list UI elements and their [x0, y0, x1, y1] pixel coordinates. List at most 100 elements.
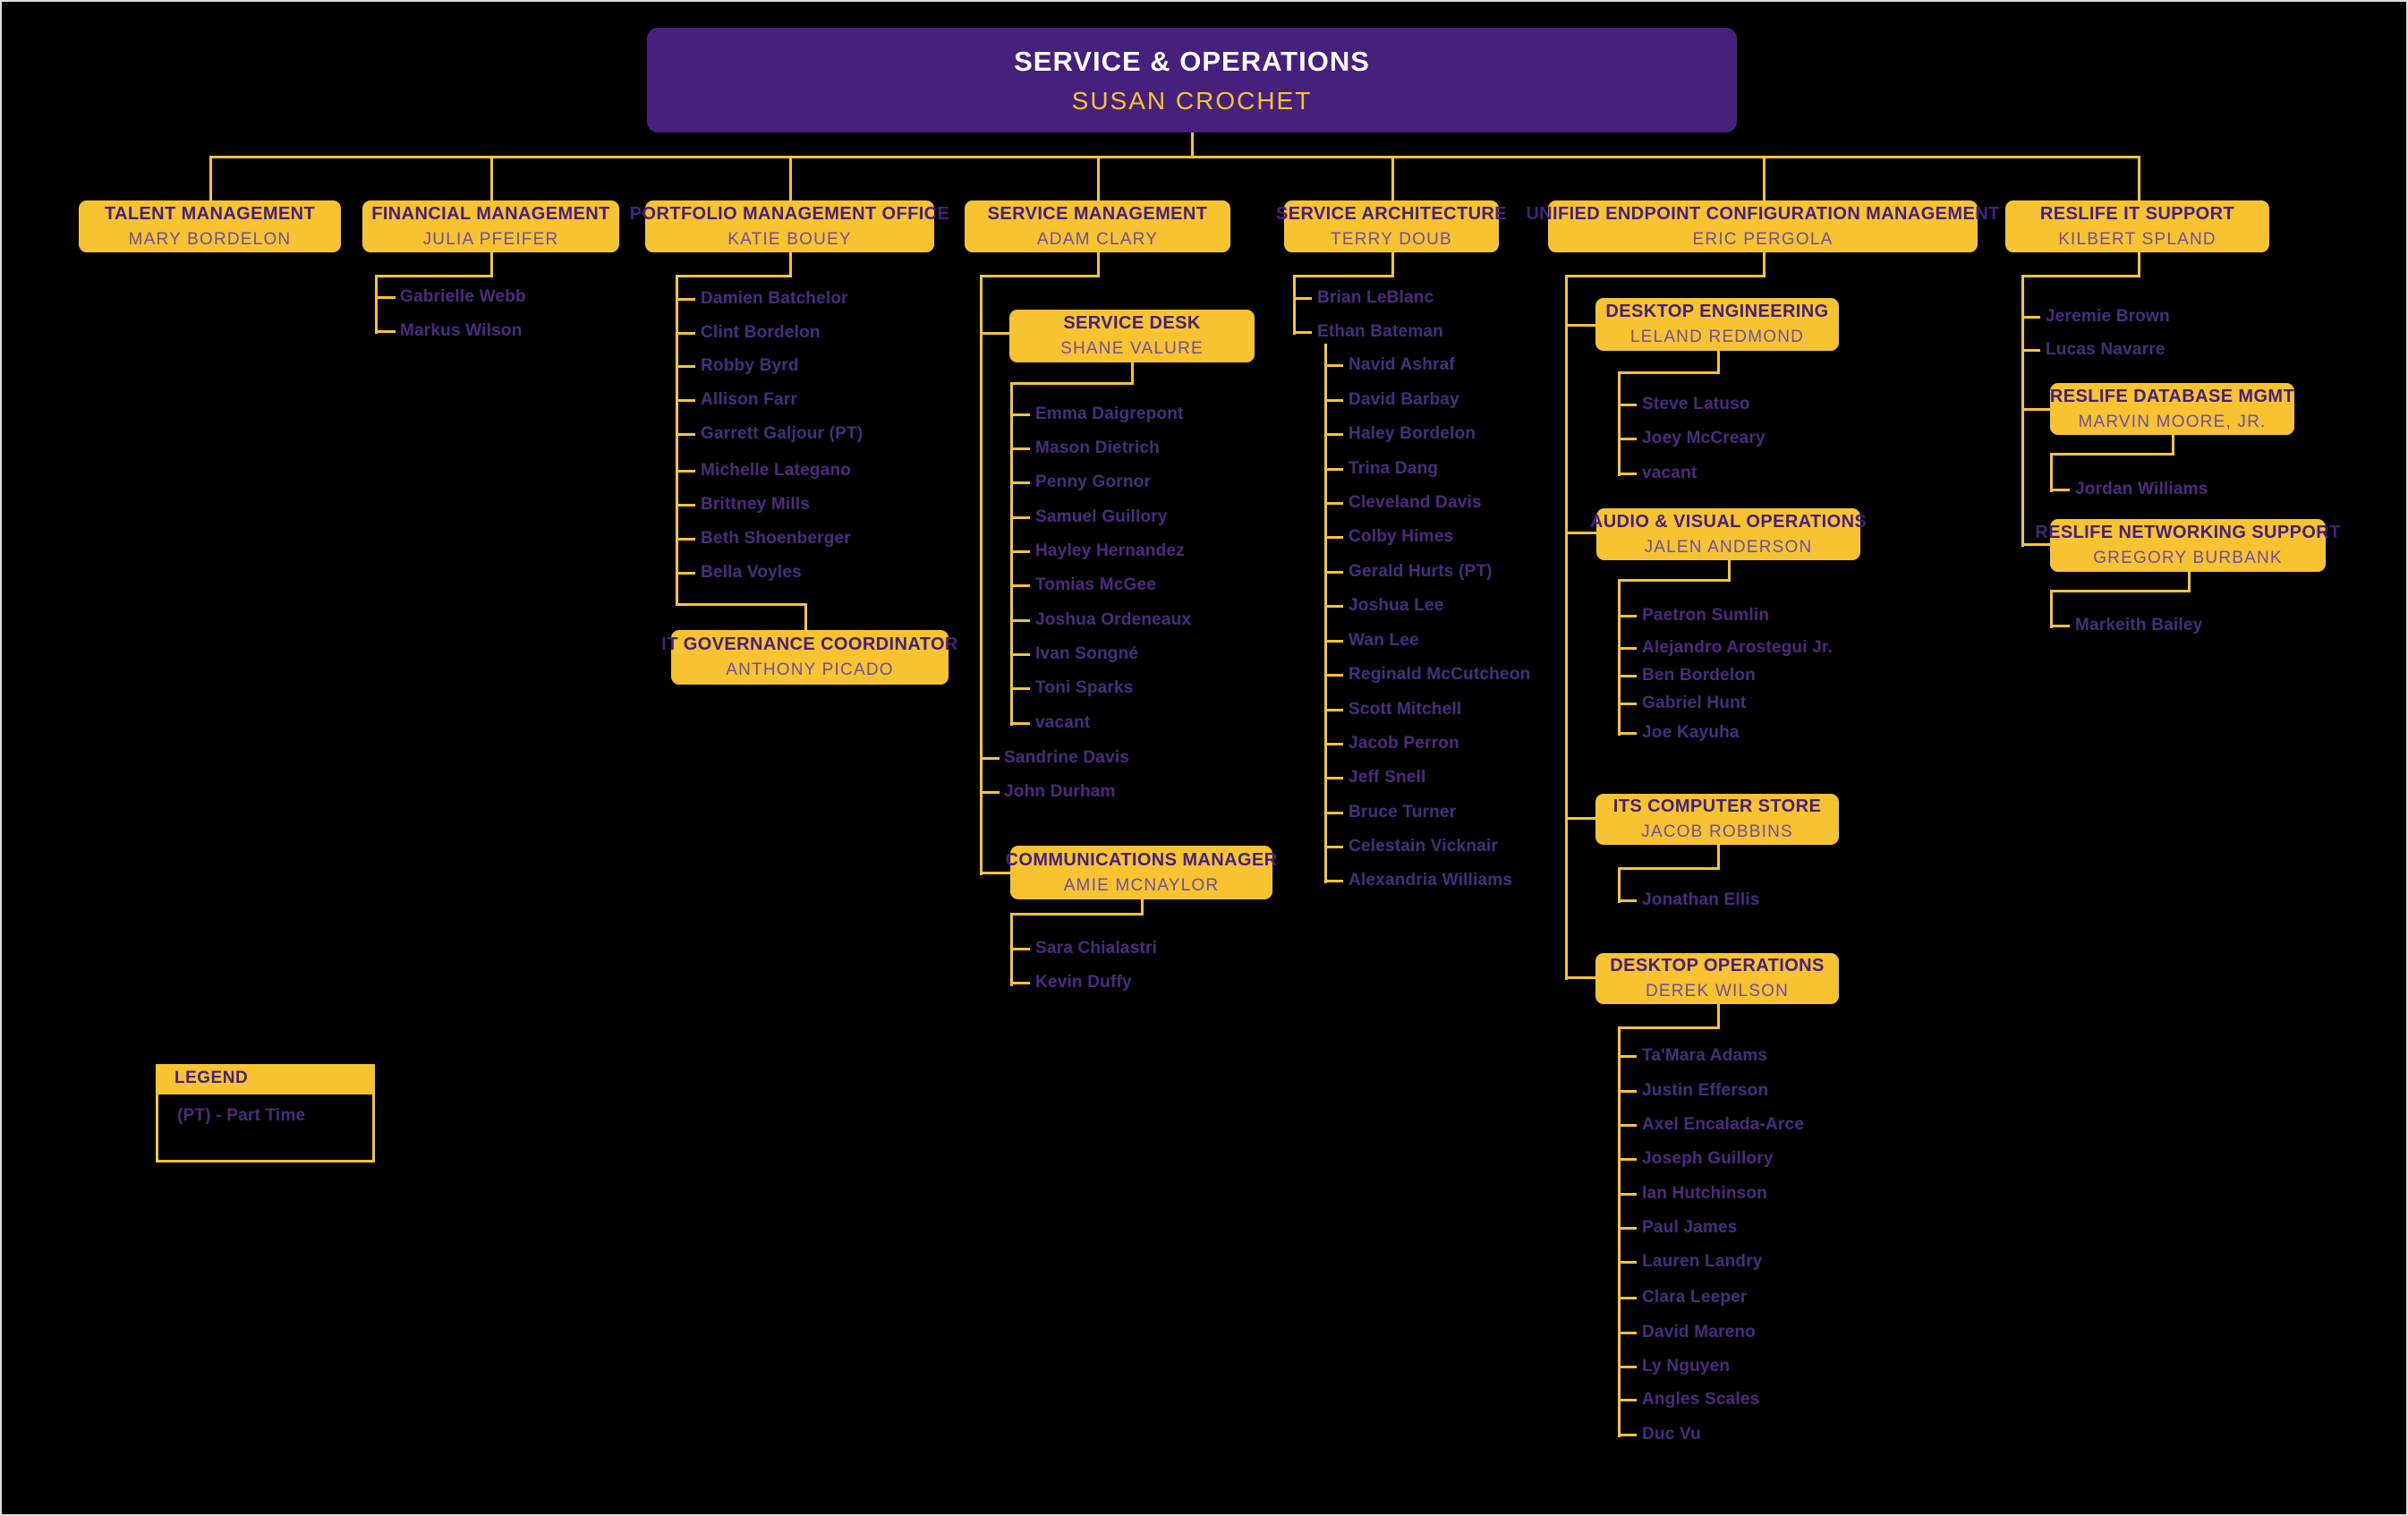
- connector-line: [1565, 275, 1568, 980]
- member-label: Ivan Songné: [1035, 644, 1139, 663]
- connector-line: [1324, 605, 1343, 608]
- connector-line: [1131, 362, 1134, 385]
- dept-service-architecture-manager-name: TERRY DOUB: [1331, 229, 1452, 249]
- member-label: Duc Vu: [1642, 1425, 1701, 1444]
- connector-line: [1618, 371, 1720, 374]
- member-label: Trina Dang: [1349, 459, 1439, 478]
- member-label: Joey McCreary: [1642, 429, 1766, 447]
- connector-line: [1010, 550, 1030, 553]
- connector-line: [2188, 572, 2191, 592]
- connector-line: [1324, 433, 1343, 436]
- member-label: Bella Voyles: [701, 563, 802, 582]
- connector-line: [1293, 297, 1312, 300]
- member-label: Steve Latuso: [1642, 395, 1750, 413]
- member-label: vacant: [1035, 713, 1091, 732]
- dept-portfolio-management-office-manager-name: KATIE BOUEY: [728, 229, 852, 249]
- unit-reslife-networking-support-title: RESLIFE NETWORKING SUPPORT: [2035, 523, 2341, 542]
- connector-line: [209, 156, 212, 200]
- connector-line: [1391, 252, 1394, 277]
- connector-line: [980, 332, 1009, 335]
- dept-portfolio-management-office-title: PORTFOLIO MANAGEMENT OFFICE: [629, 203, 950, 224]
- unit-service-desk-manager-name: SHANE VALURE: [1060, 339, 1204, 358]
- connector-line: [980, 275, 983, 875]
- member-label: Robby Byrd: [701, 356, 799, 375]
- connector-line: [1763, 156, 1766, 200]
- legend: LEGEND (PT) - Part Time: [156, 1064, 375, 1163]
- connector-line: [1097, 252, 1100, 277]
- connector-line: [1717, 351, 1720, 373]
- connector-line: [1618, 1026, 1720, 1029]
- legend-body: (PT) - Part Time: [156, 1092, 375, 1163]
- connector-line: [1010, 447, 1030, 450]
- unit-it-governance-coordinator-manager-name: ANTHONY PICADO: [726, 660, 894, 679]
- root-box-manager-name: SUSAN CROCHET: [1071, 86, 1313, 115]
- connector-line: [1324, 502, 1343, 505]
- member-label: Sandrine Davis: [1004, 748, 1130, 767]
- connector-line: [1565, 532, 1596, 534]
- member-label: Joshua Lee: [1349, 596, 1444, 615]
- member-label: Mason Dietrich: [1035, 439, 1160, 457]
- connector-line: [676, 365, 695, 368]
- connector-line: [2050, 590, 2053, 628]
- connector-line: [2050, 590, 2191, 592]
- connector-line: [1324, 536, 1343, 539]
- connector-line: [676, 433, 695, 436]
- connector-line: [1324, 880, 1343, 882]
- member-label: Samuel Guillory: [1035, 507, 1168, 526]
- connector-line: [1324, 364, 1343, 367]
- connector-line: [2050, 453, 2174, 456]
- dept-unified-endpoint-config-mgmt-manager-name: ERIC PERGOLA: [1692, 229, 1834, 249]
- connector-line: [1618, 579, 1731, 582]
- connector-line: [980, 757, 1000, 760]
- unit-reslife-database-mgmt-title: RESLIFE DATABASE MGMT: [2049, 386, 2295, 406]
- connector-line: [676, 399, 695, 402]
- unit-its-computer-store-title: ITS COMPUTER STORE: [1612, 796, 1822, 816]
- member-label: Sara Chialastri: [1035, 939, 1158, 958]
- connector-line: [2021, 408, 2050, 411]
- member-label: Alexandria Williams: [1349, 871, 1513, 890]
- member-label: Axel Encalada-Arce: [1642, 1115, 1805, 1134]
- dept-unified-endpoint-config-mgmt-title: UNIFIED ENDPOINT CONFIGURATION MANAGEMEN…: [1526, 203, 2000, 224]
- connector-line: [676, 298, 695, 301]
- connector-line: [1618, 1055, 1637, 1058]
- connector-line: [1618, 371, 1621, 476]
- connector-line: [375, 275, 493, 277]
- unit-communications-manager-manager-name: AMIE MCNAYLOR: [1063, 875, 1220, 895]
- dept-service-management-manager-name: ADAM CLARY: [1036, 229, 1159, 249]
- member-label: David Barbay: [1349, 390, 1459, 409]
- connector-line: [1618, 404, 1637, 406]
- member-label: Joshua Ordeneaux: [1035, 610, 1192, 629]
- member-label: Gabriel Hunt: [1642, 694, 1747, 712]
- connector-line: [1618, 1297, 1637, 1299]
- member-label: Paul James: [1642, 1218, 1738, 1237]
- connector-line: [375, 275, 378, 334]
- connector-line: [1618, 675, 1637, 677]
- unit-audio-visual-operations-manager-name: JALEN ANDERSON: [1644, 537, 1813, 557]
- member-label: Ly Nguyen: [1642, 1357, 1731, 1375]
- connector-line: [1324, 571, 1343, 574]
- member-label: Reginald McCutcheon: [1349, 665, 1531, 684]
- dept-reslife-it-support-manager-name: KILBERT SPLAND: [2058, 229, 2217, 249]
- member-label: Jeff Snell: [1349, 768, 1426, 787]
- connector-line: [789, 156, 792, 200]
- connector-line: [1618, 438, 1637, 440]
- member-label: Clint Bordelon: [701, 323, 821, 342]
- member-label: Ta'Mara Adams: [1642, 1046, 1768, 1065]
- dept-financial-management-manager-name: JULIA PFEIFER: [422, 229, 559, 249]
- connector-line: [1324, 674, 1343, 677]
- member-label: Tomias McGee: [1035, 575, 1157, 594]
- connector-line: [1324, 399, 1343, 402]
- unit-service-desk-title: SERVICE DESK: [1063, 313, 1201, 333]
- member-label: Hayley Hernandez: [1035, 541, 1185, 560]
- member-label: Justin Efferson: [1642, 1081, 1769, 1100]
- connector-line: [1618, 1399, 1637, 1401]
- dept-financial-management-title: FINANCIAL MANAGEMENT: [371, 203, 610, 224]
- connector-line: [1391, 156, 1394, 200]
- member-label: Scott Mitchell: [1349, 700, 1462, 719]
